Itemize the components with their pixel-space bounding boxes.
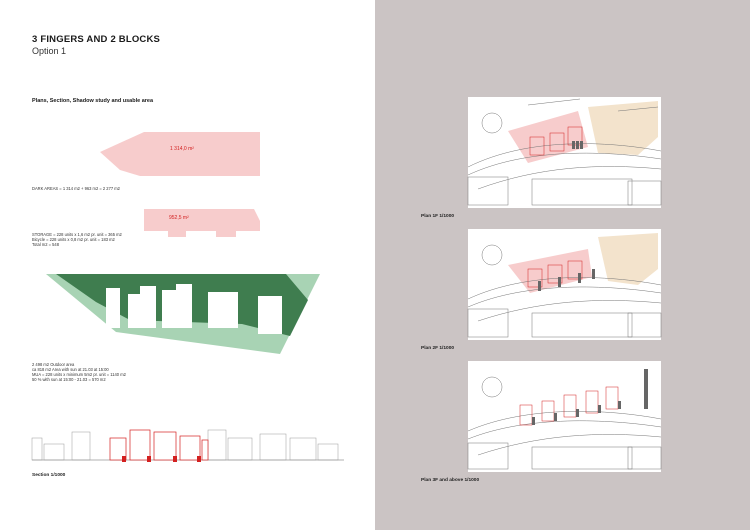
- plan-2f-drawing: [467, 229, 662, 340]
- plan-3f-caption: Plan 3F and above 1/1000: [421, 478, 480, 483]
- top-area-shape: 1 314,0 m²: [100, 132, 260, 176]
- plan-3f-drawing: [467, 361, 662, 472]
- page-title: 3 FINGERS AND 2 BLOCKS: [32, 34, 161, 45]
- outdoor-line-2: ca 818 m2 Area with sun at 21.03 at 15:0…: [32, 367, 109, 372]
- storage-line-3: Total m2 = 548: [32, 242, 59, 247]
- dark-areas-note: DARK AREAS = 1 314 m2 + 963 m2 = 2 277 m…: [32, 186, 120, 191]
- section-subtitle: Plans, Section, Shadow study and usable …: [32, 98, 154, 104]
- storage-line-1: STORAGE = 228 units x 1,6 m2 pr. unit = …: [32, 232, 122, 237]
- plan-2f-caption: Plan 2F 1/1000: [421, 346, 455, 351]
- storage-line-2: Bicycle = 228 units x 0,8 m2 pr. unit = …: [32, 237, 115, 242]
- outdoor-line-4: 50 % with sun at 15:00 - 21.03 = 570 m2: [32, 377, 106, 382]
- mid-area-shape: 952,5 m²: [144, 209, 260, 237]
- right-panel: Plan 1F 1/1000: [375, 0, 750, 530]
- mid-area-label: 952,5 m²: [169, 215, 189, 221]
- outdoor-line-3: MUA = 228 units x minimum 5m2 pr. unit =…: [32, 372, 126, 377]
- section-caption: Section 1/1000: [32, 473, 66, 478]
- top-area-label: 1 314,0 m²: [170, 146, 194, 152]
- plan-1f-drawing: [467, 97, 662, 208]
- left-panel: 3 FINGERS AND 2 BLOCKS Option 1 Plans, S…: [31, 34, 344, 478]
- option-label: Option 1: [32, 46, 67, 56]
- plan-1f-caption: Plan 1F 1/1000: [421, 214, 455, 219]
- shadow-study-diagram: [46, 274, 320, 354]
- outdoor-line-1: 2 498 m2 Outdoor area: [32, 362, 75, 367]
- section-drawing: [31, 429, 344, 462]
